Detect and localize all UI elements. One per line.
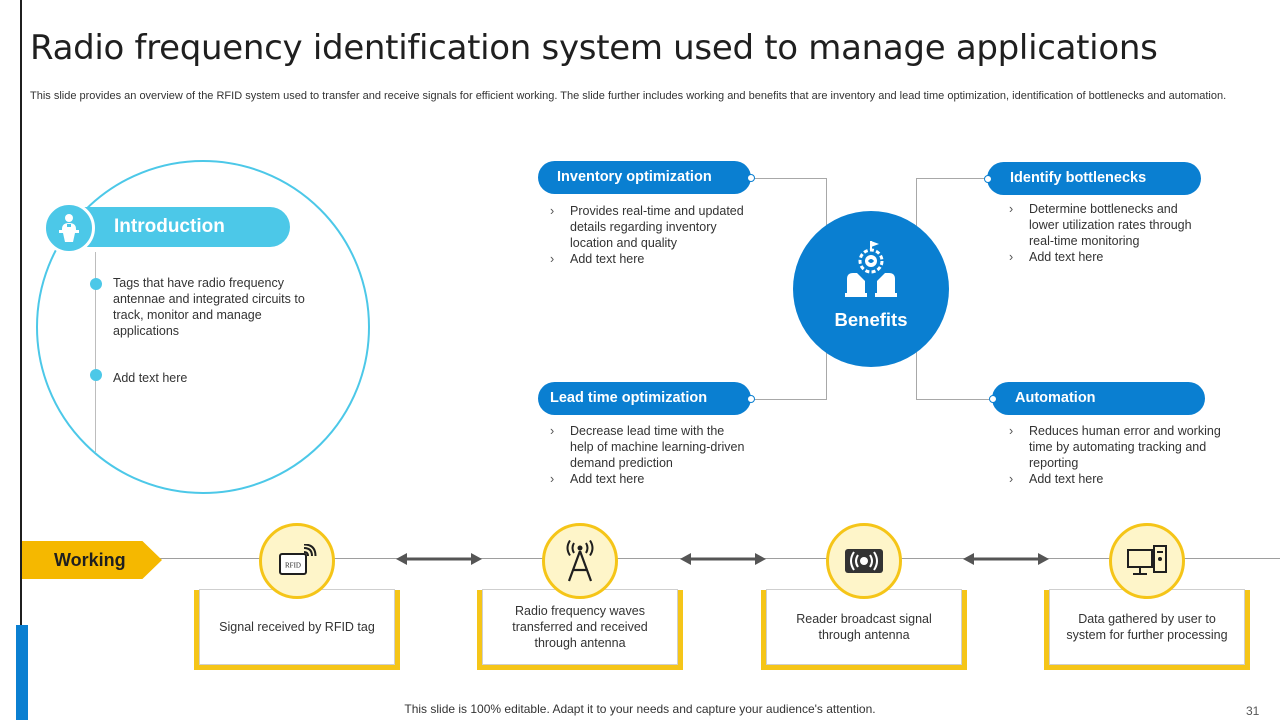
double-arrow-icon xyxy=(963,553,1049,565)
benefit-bullets-lead-time: ›Decrease lead time with the help of mac… xyxy=(550,423,750,487)
connector-dot xyxy=(747,174,755,182)
chevron-right-icon: › xyxy=(1009,250,1014,264)
intro-circle xyxy=(36,160,370,494)
benefit-label-bottlenecks: Identify bottlenecks xyxy=(987,162,1201,195)
benefits-circle: Benefits xyxy=(793,211,949,367)
benefit-label-automation: Automation xyxy=(992,382,1205,415)
antenna-tower-icon xyxy=(542,523,618,599)
benefit-label-lead-time: Lead time optimization xyxy=(538,382,751,415)
computer-icon xyxy=(1109,523,1185,599)
step-text-1: Signal received by RFID tag xyxy=(199,589,395,665)
step-text-2: Radio frequency waves transferred and re… xyxy=(482,589,678,665)
intro-point: Tags that have radio frequency antennae … xyxy=(113,276,305,338)
svg-text:RFID: RFID xyxy=(285,562,301,570)
intro-bullet-dot xyxy=(90,278,102,290)
left-accent-line xyxy=(20,0,22,625)
page-title: Radio frequency identification system us… xyxy=(30,28,1158,68)
chevron-right-icon: › xyxy=(1009,472,1014,486)
step-text-3: Reader broadcast signal through antenna xyxy=(766,589,962,665)
step-text-4: Data gathered by user to system for furt… xyxy=(1049,589,1245,665)
benefit-bullet: ›Decrease lead time with the help of mac… xyxy=(550,424,745,470)
chevron-right-icon: › xyxy=(550,472,555,486)
benefit-bullet: ›Add text here xyxy=(1009,472,1104,486)
chevron-right-icon: › xyxy=(550,252,555,266)
benefit-bullet: ›Add text here xyxy=(550,252,645,266)
benefit-bullets-inventory: ›Provides real-time and updated details … xyxy=(550,203,750,267)
chevron-right-icon: › xyxy=(550,424,555,438)
double-arrow-icon xyxy=(680,553,766,565)
benefits-label: Benefits xyxy=(834,309,908,330)
benefit-bullet: ›Add text here xyxy=(1009,250,1104,264)
benefit-bullet: ›Add text here xyxy=(550,472,645,486)
hands-globe-gear-icon xyxy=(843,239,899,299)
benefit-bullet: ›Determine bottlenecks and lower utiliza… xyxy=(1009,202,1192,248)
left-accent-block xyxy=(16,625,28,720)
rfid-tag-icon: RFID xyxy=(259,523,335,599)
chevron-right-icon: › xyxy=(550,204,555,218)
intro-timeline-line xyxy=(95,252,96,452)
intro-label: Introduction xyxy=(66,207,290,247)
footer-note: This slide is 100% editable. Adapt it to… xyxy=(404,702,876,716)
chevron-right-icon: › xyxy=(1009,202,1014,216)
benefit-bullet: ›Reduces human error and working time by… xyxy=(1009,424,1221,470)
intro-bullet-dot xyxy=(90,369,102,381)
connector-dot xyxy=(989,395,997,403)
benefit-bullets-bottlenecks: ›Determine bottlenecks and lower utiliza… xyxy=(1009,201,1209,265)
page-number: 31 xyxy=(1246,704,1260,718)
intro-point: Add text here xyxy=(113,371,188,385)
benefit-bullets-automation: ›Reduces human error and working time by… xyxy=(1009,423,1239,487)
connector-dot xyxy=(984,175,992,183)
double-arrow-icon xyxy=(396,553,482,565)
benefit-label-inventory: Inventory optimization xyxy=(538,161,751,194)
working-label: Working xyxy=(22,541,162,579)
rfid-reader-icon xyxy=(826,523,902,599)
page-subtitle: This slide provides an overview of the R… xyxy=(30,90,1227,102)
benefit-bullet: ›Provides real-time and updated details … xyxy=(550,204,744,250)
chevron-right-icon: › xyxy=(1009,424,1014,438)
connector-dot xyxy=(747,395,755,403)
presenter-podium-icon xyxy=(43,202,95,254)
